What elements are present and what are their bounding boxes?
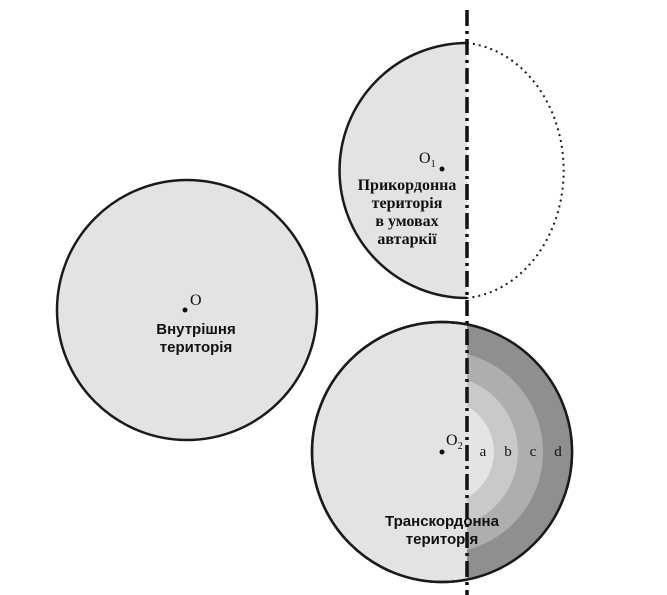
center-point-o2 [439, 449, 445, 455]
inner-territory: O Внутрішня територія [55, 178, 319, 442]
transborder-zones [467, 324, 572, 580]
center-label-o2: O2 [446, 432, 463, 452]
autarky-title-line-3: в умовах [375, 213, 438, 230]
inner-territory-title-line-1: Внутрішня [156, 321, 235, 338]
transborder-outline [310, 320, 574, 584]
center-point-o1 [439, 166, 445, 172]
transborder-title-line-1: Транскордонна [385, 513, 500, 530]
autarky-dotted-arc [466, 42, 565, 299]
zone-label-c: c [530, 444, 537, 460]
transborder-title-line-2: територія [406, 531, 478, 548]
autarky-title-line-4: автаркії [377, 231, 437, 248]
autarky-half-fill [339, 43, 467, 298]
zone-label-b: b [504, 444, 512, 460]
center-label-o1: O1 [419, 150, 436, 170]
inner-territory-title-line-2: територія [160, 339, 232, 356]
zone-label-a: a [480, 444, 487, 460]
autarky-solid-arc [338, 41, 468, 300]
zone-a-fill [467, 406, 494, 498]
autarky-border-territory: O1 Прикордонна територія в умовах автарк… [338, 41, 565, 300]
autarky-title-line-2: територія [372, 195, 443, 212]
transborder-territory: O2 a b c d Транскордонна територія [310, 320, 574, 584]
zone-label-d: d [554, 444, 562, 460]
autarky-title-line-1: Прикордонна [358, 177, 457, 194]
center-point-o [182, 307, 188, 313]
center-label-o: O [190, 292, 202, 309]
